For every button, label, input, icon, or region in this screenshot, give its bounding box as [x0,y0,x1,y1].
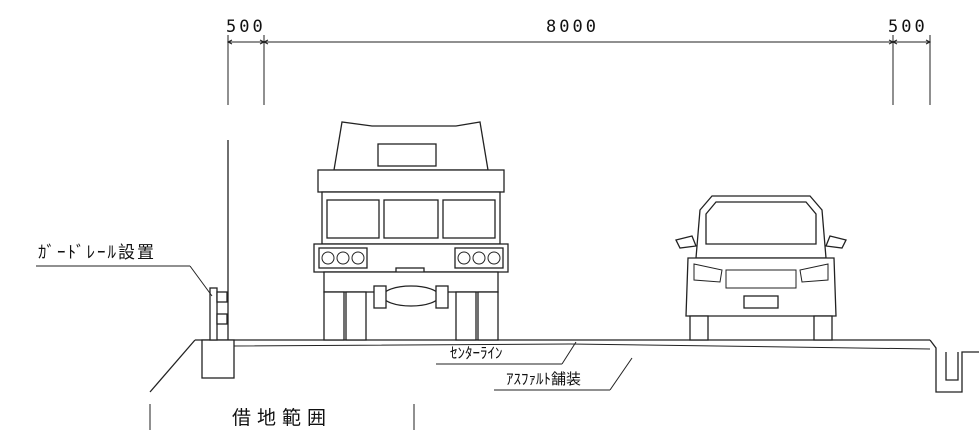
leased-land-range: 借地範囲 [149,404,415,430]
car-body [685,257,837,317]
truck-differential [382,285,440,307]
leader-line [609,357,633,391]
asphalt-callout: ｱｽﾌｧﾙﾄ舗装 [494,357,633,391]
tail-light [321,251,335,265]
center-line-callout: ｾﾝﾀｰﾗｲﾝ [436,341,577,365]
truck-panel [326,199,380,239]
asphalt-label: ｱｽﾌｧﾙﾄ舗装 [506,370,581,388]
car-mirror-right [825,235,847,249]
arrow-head [925,39,932,45]
truck-lamp-cluster-right [454,247,504,269]
car-mirror-left [675,235,697,249]
truck-tire [323,291,345,341]
leader-line [189,265,213,297]
truck-roof-window [377,143,437,167]
tail-light [457,251,471,265]
car-license-plate [743,295,779,309]
guardrail-callout: ｶﾞｰﾄﾞﾚｰﾙ設置 [36,243,213,297]
side-ditch [929,339,979,393]
guardrail-label: ｶﾞｰﾄﾞﾚｰﾙ設置 [38,243,156,263]
car-tire [689,315,709,341]
guardrail-post [209,287,218,341]
side-ditch-inner [945,352,959,381]
car-windshield [705,201,817,245]
leader-line [561,341,577,365]
truck-tire [455,291,477,341]
car [675,195,847,341]
tail-light [472,251,486,265]
arrow-head [226,39,233,45]
road-surface [149,140,979,393]
car-headlight-right [799,263,829,283]
tail-light [487,251,501,265]
truck-lamp-cluster-left [318,247,368,269]
car-headlight-left [693,263,723,283]
dimension-lines: 500 8000 500 [226,17,932,105]
arrow-head [262,39,269,45]
guardrail-foundation [201,339,235,379]
truck-panel [442,199,496,239]
truck-top-panel [317,169,505,193]
arrow-head [891,39,898,45]
car-grille [725,269,797,289]
truck-axle-left [373,285,387,309]
center-line-label: ｾﾝﾀｰﾗｲﾝ [450,344,503,362]
pavement-bottom [227,343,931,350]
car-tire [813,315,833,341]
dimension-carriageway: 8000 [546,17,599,37]
tail-light [351,251,365,265]
truck [313,121,509,341]
truck-tire [477,291,499,341]
truck-panel [383,199,439,239]
truck-tire [345,291,367,341]
tail-light [336,251,350,265]
guardrail-beam-lower [216,313,228,325]
truck-axle-right [435,285,449,309]
guardrail [201,287,235,379]
dimension-right-shoulder: 500 [888,17,928,37]
leased-land-label: 借地範囲 [232,407,332,429]
guardrail-beam-upper [216,291,228,303]
left-slope [149,339,196,393]
dimension-left-shoulder: 500 [226,17,266,37]
